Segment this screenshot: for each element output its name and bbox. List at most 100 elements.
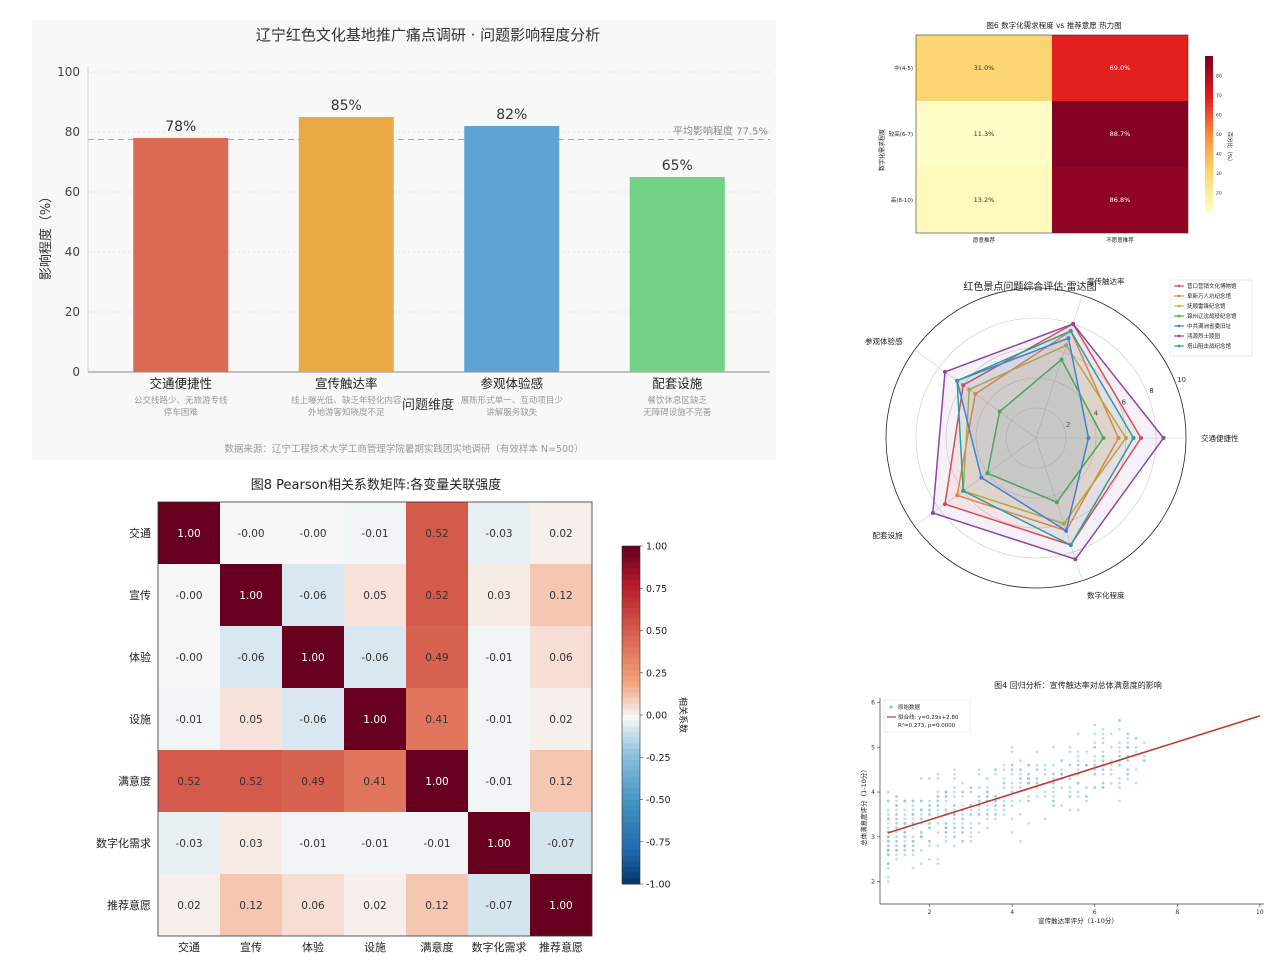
regression-point (1002, 813, 1006, 816)
corr-colorbar-segment (622, 878, 640, 885)
radar-point (967, 387, 972, 392)
regression-point (928, 844, 931, 848)
regression-point (1018, 759, 1022, 763)
regression-ylabel: 总体满意度评分（1-10分） (859, 766, 868, 846)
bar-category-description: 外地游客知晓度不足 (308, 407, 385, 418)
corr-cell-label: 1.00 (363, 714, 386, 726)
regression-point (985, 790, 989, 794)
regression-point (1035, 777, 1039, 781)
heatmap6-colorbar-segment (1205, 110, 1213, 115)
bar-category-label: 宣传触达率 (315, 376, 378, 391)
regression-xtick-label: 8 (1175, 909, 1179, 916)
regression-point (961, 830, 964, 834)
heatmap6-cell (916, 35, 1052, 101)
heatmap6-colorbar-segment (1205, 71, 1213, 76)
corr-col-label: 体验 (302, 940, 324, 954)
regression-point (936, 795, 940, 798)
corr-colorbar-segment (622, 636, 640, 643)
regression-point (919, 817, 923, 821)
bar-category-description: 无障碍设施不完善 (643, 407, 712, 418)
regression-point (919, 830, 923, 834)
regression-xtick-label: 2 (928, 909, 932, 916)
regression-point (1093, 745, 1097, 749)
regression-point (1101, 750, 1105, 754)
radar-spoke (914, 437, 1037, 527)
regression-point (1126, 777, 1130, 781)
regression-point (952, 844, 956, 848)
regression-point (903, 844, 907, 848)
regression-point (1118, 786, 1121, 789)
regression-point (944, 795, 948, 798)
regression-point (1068, 786, 1072, 789)
radar-rtick-label: 4 (1094, 410, 1099, 418)
bar-category-label: 参观体验感 (480, 376, 543, 391)
regression-point (1035, 763, 1039, 767)
regression-point (919, 862, 923, 866)
regression-point (936, 777, 940, 781)
heatmap6-title: 图6 数字化需求程度 vs 推荐意愿 热力图 (986, 20, 1121, 30)
regression-point (1134, 750, 1138, 754)
heatmap6-cell-label: 11.3% (974, 130, 995, 138)
regression-point (903, 808, 907, 812)
regression-point (1002, 777, 1006, 781)
radar-point (1139, 436, 1143, 440)
regression-point (961, 821, 964, 825)
regression-point (1126, 736, 1130, 740)
regression-point (961, 826, 964, 830)
heatmap6-colorbar-segment (1205, 134, 1213, 139)
heatmap6-colorbar-tick: 40 (1216, 152, 1222, 158)
heatmap6-colorbar-segment (1205, 130, 1213, 135)
radar-legend-label: 营口营销文化博物馆 (1187, 282, 1237, 290)
corr-cell (468, 626, 530, 688)
regression-point (1085, 799, 1088, 803)
regression-point (1076, 790, 1080, 794)
corr-colorbar-segment (622, 568, 640, 575)
corr-cell (530, 626, 592, 688)
regression-point (1101, 781, 1105, 785)
corr-cell-label: 0.12 (549, 590, 572, 602)
regression-point (1076, 795, 1080, 798)
heatmap6-cell-label: 69.0% (1110, 64, 1131, 72)
corr-cell (530, 874, 592, 936)
regression-point (994, 808, 998, 812)
radar-spoke (1035, 295, 1083, 439)
radar-legend-label: 抚顺雷锋纪念馆 (1187, 302, 1226, 310)
bar (629, 177, 725, 372)
heatmap6-colorbar-segment (1205, 79, 1213, 84)
corr-cell-label: -0.03 (175, 838, 202, 850)
corr-colorbar-segment (622, 850, 640, 857)
regression-point (1109, 745, 1113, 749)
corr-colorbar-segment (622, 585, 640, 592)
regression-point (1010, 830, 1014, 834)
bar-chart-xlabel: 问题维度 (402, 397, 454, 413)
regression-point (936, 821, 940, 825)
corr-col-label: 宣传 (240, 940, 262, 954)
regression-point (928, 808, 931, 812)
regression-point (911, 853, 915, 857)
regression-point (952, 826, 956, 830)
corr-colorbar-segment (622, 715, 640, 722)
regression-point (1010, 763, 1014, 767)
regression-point (895, 830, 898, 834)
corr-colorbar-label: 相关系数 (677, 697, 689, 733)
regression-point (1002, 804, 1006, 807)
heatmap6-colorbar-segment (1205, 56, 1213, 61)
radar-legend-marker (1177, 304, 1181, 308)
regression-point (1052, 804, 1055, 807)
regression-point (895, 817, 898, 821)
radar-axis-label: 配套设施 (873, 530, 903, 540)
corr-cell (220, 874, 282, 936)
corr-cell (468, 874, 530, 936)
corr-colorbar-tick: -0.50 (646, 795, 671, 806)
regression-point (886, 853, 890, 857)
regression-xtick-label: 10 (1256, 909, 1264, 916)
corr-colorbar-segment (622, 675, 640, 682)
corr-cell (282, 750, 344, 812)
regression-point (1052, 763, 1055, 767)
regression-point (1085, 750, 1088, 754)
regression-point (911, 844, 915, 848)
regression-point (969, 826, 973, 830)
radar-rtick-label: 6 (1121, 398, 1126, 406)
radar-point (955, 493, 960, 498)
corr-col-label: 满意度 (421, 940, 454, 954)
